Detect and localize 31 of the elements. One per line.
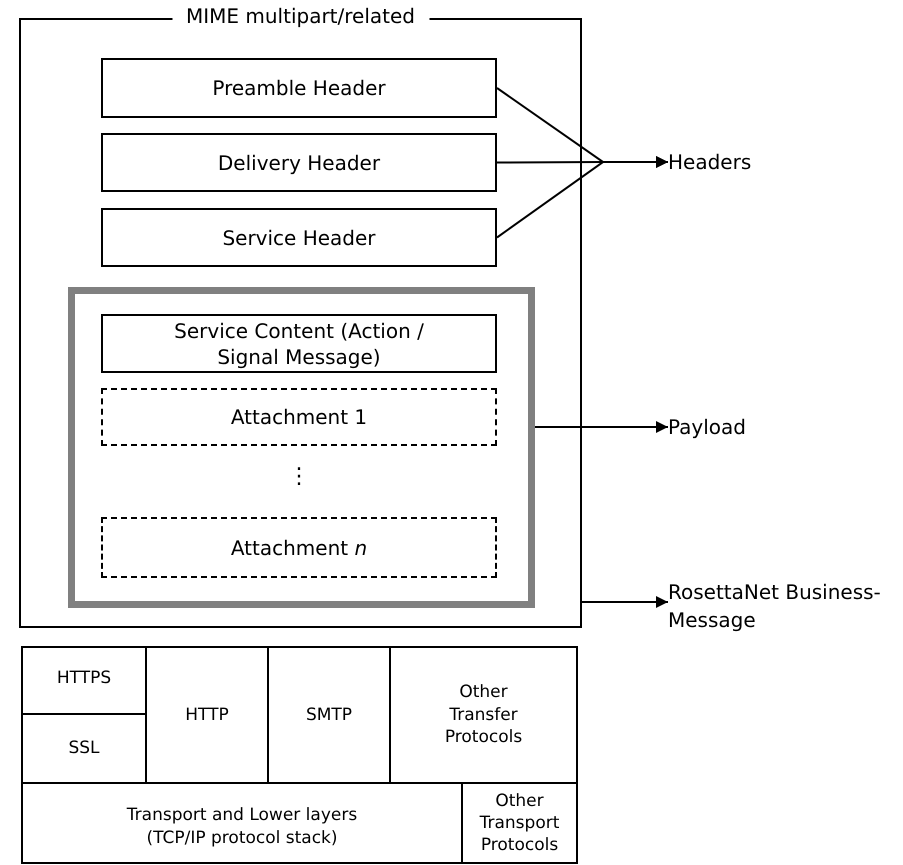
node-text: Headers bbox=[668, 150, 752, 174]
arrow bbox=[496, 156, 668, 238]
node-text: HTTPS bbox=[56, 668, 112, 688]
attachment-box bbox=[101, 517, 497, 578]
node-text: Other Transfer Protocols bbox=[444, 680, 524, 750]
protocol-cell bbox=[389, 646, 578, 784]
header-box bbox=[101, 208, 497, 267]
ellipsis-label: ⋮ bbox=[288, 466, 310, 488]
node-text: Other Transport Protocols bbox=[478, 790, 560, 856]
protocol-cell bbox=[21, 646, 147, 715]
header-box bbox=[101, 133, 497, 192]
layer-cell bbox=[461, 782, 578, 864]
node-text: Attachment 1 bbox=[230, 405, 368, 429]
arrow bbox=[582, 596, 668, 608]
layer-cell bbox=[21, 782, 463, 864]
arrow bbox=[535, 421, 668, 433]
payload-frame bbox=[68, 287, 535, 608]
node-text: SMTP bbox=[306, 704, 352, 726]
node-text: RosettaNet Business-Message bbox=[668, 579, 882, 634]
node-text: Service Content (Action / Signal Message) bbox=[173, 318, 425, 370]
attachment-box bbox=[101, 388, 497, 446]
node-text: SSL bbox=[68, 738, 100, 759]
node-text: Delivery Header bbox=[218, 150, 380, 174]
node-text: Preamble Header bbox=[212, 76, 386, 100]
node-text: Transport and Lower layers (TCP/IP protocol stack) bbox=[126, 804, 358, 850]
node-text: Payload bbox=[668, 415, 746, 439]
node-text: Service Header bbox=[222, 226, 376, 250]
node-text: Attachment n bbox=[230, 536, 368, 560]
node-text: HTTP bbox=[185, 704, 229, 726]
header-box bbox=[101, 58, 497, 118]
content-box bbox=[101, 314, 497, 373]
